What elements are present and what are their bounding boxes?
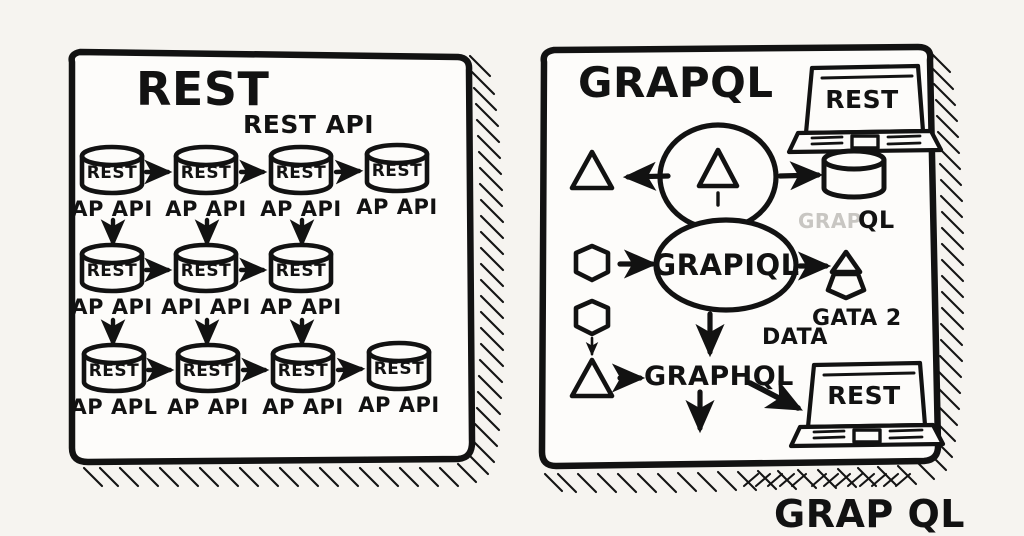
rest-node-label: REST	[181, 163, 232, 183]
row1-to-row2-arrows	[100, 217, 315, 248]
graphql-database-cylinder	[821, 148, 887, 200]
oval-to-database-arrow	[777, 161, 824, 191]
laptop-top-label: REST	[825, 85, 898, 114]
laptop-bottom	[788, 360, 946, 449]
rest-node	[79, 242, 145, 294]
rest-node	[270, 342, 336, 394]
rest-api-label: AP APL	[71, 395, 158, 419]
data-label: DATA	[762, 325, 828, 350]
data2-label: GATA 2	[812, 306, 902, 331]
rest-node-label: REST	[87, 163, 138, 183]
left-panel-shadow-hatching	[82, 54, 505, 488]
rest-api-label: AP API	[165, 197, 246, 221]
left-panel-frame	[68, 48, 476, 466]
flow-arrow	[145, 357, 366, 383]
rest-node-label: REST	[276, 261, 327, 281]
left-panel-subtitle: REST API	[243, 110, 374, 139]
rest-api-label: AP API	[260, 197, 341, 221]
rest-node	[173, 144, 239, 196]
rest-node	[81, 342, 147, 394]
rest-node-label: REST	[278, 361, 329, 381]
rest-node	[268, 242, 334, 294]
rest-node-label: REST	[372, 161, 423, 181]
flow-arrow	[143, 159, 364, 185]
input-shape-hexagon-2	[573, 298, 611, 337]
rest-row-1-nodes	[79, 142, 430, 196]
laptop-top	[786, 63, 944, 155]
bottom-caption: GRAP QL	[774, 492, 965, 536]
rest-api-label: AP API	[71, 197, 152, 221]
rest-api-label: AP API	[167, 395, 248, 419]
rest-node	[268, 144, 334, 196]
rest-row-3-nodes	[81, 340, 432, 394]
rest-node-label: REST	[276, 163, 327, 183]
rest-node	[79, 144, 145, 196]
input-shape-triangle-1	[569, 149, 615, 191]
laptop-bottom-label: REST	[827, 381, 900, 410]
rest-node-label: REST	[181, 261, 232, 281]
rest-api-label: AP API	[71, 295, 152, 319]
right-panel-title: GRAPQL	[578, 58, 774, 107]
rest-node-label: REST	[87, 261, 138, 281]
rest-api-label: AP API	[262, 395, 343, 419]
rest-row-2-nodes	[79, 242, 334, 294]
db-caption-faded: GRAP	[798, 209, 862, 233]
rest-api-label: AP API	[260, 295, 341, 319]
caption-hatching	[742, 472, 912, 488]
rest-api-label: AP API	[356, 195, 437, 219]
rest-node-label: REST	[374, 359, 425, 379]
rest-node-label: REST	[183, 361, 234, 381]
rest-api-label: API API	[161, 295, 251, 319]
input-shape-triangle-2	[569, 357, 615, 399]
db-caption-dark: QL	[858, 206, 895, 234]
graphql-center-label: GRAPIQL	[652, 248, 799, 282]
output-shape-stacked	[825, 249, 867, 301]
graphql-flow-label: GRAPHQL	[644, 361, 794, 392]
rest-api-label: AP API	[358, 393, 439, 417]
oval-to-triangle-arrow	[622, 161, 671, 191]
rest-node-label: REST	[89, 361, 140, 381]
graphql-to-laptop-arrow	[747, 380, 803, 411]
rest-node	[366, 340, 432, 392]
rest-node	[175, 342, 241, 394]
rest-node	[364, 142, 430, 194]
left-panel-title: REST	[136, 62, 269, 116]
input-shape-hexagon-1	[573, 243, 611, 283]
rest-node	[173, 242, 239, 294]
row2-to-row3-arrows	[100, 317, 315, 348]
